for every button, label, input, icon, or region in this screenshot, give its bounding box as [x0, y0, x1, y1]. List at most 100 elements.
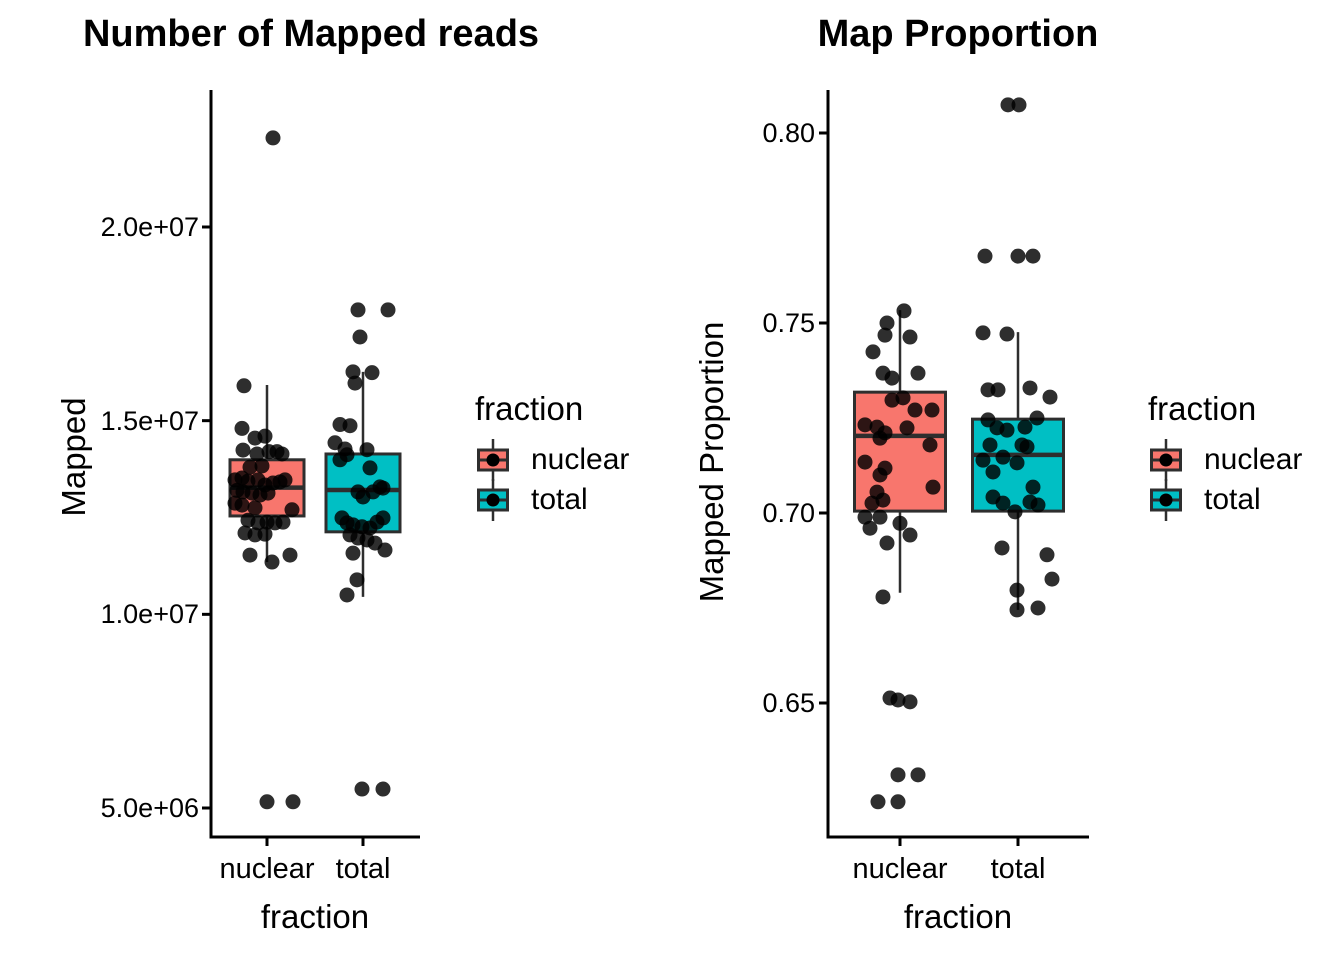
jitter-point: [1030, 600, 1046, 616]
y-tick-label: 0.70: [762, 498, 815, 528]
jitter-point: [890, 767, 906, 783]
jitter-point: [902, 694, 918, 710]
jitter-point: [364, 365, 380, 381]
jitter-point: [349, 572, 365, 588]
jitter-point: [857, 454, 873, 470]
panel-1: [819, 90, 1089, 846]
jitter-point: [352, 329, 368, 345]
jitter-point: [354, 781, 370, 797]
jitter-point: [890, 794, 906, 810]
jitter-point: [872, 509, 888, 525]
panel-0: [202, 90, 420, 846]
y-tick-label: 0.75: [762, 308, 815, 338]
jitter-point: [1009, 582, 1025, 598]
legend-label-nuclear: nuclear: [1204, 443, 1303, 476]
jitter-point: [1010, 248, 1026, 264]
x-tick-label-total: total: [335, 853, 391, 885]
jitter-point: [975, 325, 991, 341]
x-tick-label-total: total: [990, 853, 1046, 885]
jitter-point: [995, 495, 1011, 511]
jitter-point: [275, 514, 291, 530]
jitter-point: [257, 526, 273, 542]
jitter-point: [277, 472, 293, 488]
jitter-point: [1009, 602, 1025, 618]
jitter-point: [259, 794, 275, 810]
jitter-point: [1044, 571, 1060, 587]
jitter-point: [1025, 248, 1041, 264]
jitter-point: [902, 527, 918, 543]
jitter-point: [362, 460, 378, 476]
jitter-point: [264, 554, 280, 570]
jitter-point: [995, 449, 1011, 465]
plot-title-left: Number of Mapped reads: [82, 13, 540, 55]
jitter-point: [342, 418, 358, 434]
jitter-point: [260, 485, 276, 501]
jitter-point: [975, 452, 991, 468]
jitter-point: [375, 781, 391, 797]
jitter-point: [254, 458, 270, 474]
jitter-point: [242, 547, 258, 563]
jitter-point: [1009, 455, 1025, 471]
jitter-point: [1030, 497, 1046, 513]
x-tick-label-nuclear: nuclear: [219, 853, 315, 885]
jitter-point: [994, 540, 1010, 556]
jitter-point: [896, 303, 912, 319]
jitter-point: [1017, 419, 1033, 435]
jitter-point: [895, 390, 911, 406]
legend-label-total: total: [531, 483, 588, 516]
y-tick-label: 1.0e+07: [100, 599, 199, 629]
jitter-point: [864, 495, 880, 511]
legend-label-total: total: [1204, 483, 1261, 516]
jitter-point: [1039, 547, 1055, 563]
jitter-point: [1000, 97, 1016, 113]
x-axis-title-right: fraction: [903, 898, 1013, 935]
jitter-point: [872, 467, 888, 483]
jitter-point: [359, 442, 375, 458]
jitter-point: [350, 302, 366, 318]
jitter-point: [345, 364, 361, 380]
jitter-point: [347, 375, 363, 391]
y-tick-label: 5.0e+06: [100, 793, 199, 823]
y-axis-title-right: Mapped Proportion: [693, 321, 730, 603]
jitter-point: [285, 794, 301, 810]
jitter-point: [345, 545, 361, 561]
jitter-point: [924, 402, 940, 418]
jitter-point: [982, 437, 998, 453]
jitter-point: [249, 446, 265, 462]
jitter-point: [999, 422, 1015, 438]
jitter-point: [884, 370, 900, 386]
jitter-point: [985, 464, 1001, 480]
jitter-point: [236, 378, 252, 394]
jitter-point: [247, 500, 263, 516]
jitter-point: [375, 480, 391, 496]
jitter-point: [977, 248, 993, 264]
jitter-point: [857, 417, 873, 433]
jitter-point: [1011, 97, 1027, 113]
jitter-point: [265, 130, 281, 146]
x-axis-title-left: fraction: [260, 898, 370, 935]
jitter-point: [910, 767, 926, 783]
jitter-point: [907, 402, 923, 418]
jitter-point: [375, 510, 391, 526]
jitter-point: [284, 502, 300, 518]
legend-label-nuclear: nuclear: [531, 443, 630, 476]
x-tick-label-nuclear: nuclear: [852, 853, 948, 885]
jitter-point: [872, 430, 888, 446]
jitter-point: [925, 479, 941, 495]
jitter-point: [890, 692, 906, 708]
jitter-point: [274, 446, 290, 462]
legend-key-nuclear-icon: [1150, 439, 1182, 481]
jitter-point: [282, 547, 298, 563]
jitter-point: [862, 520, 878, 536]
jitter-point: [1029, 410, 1045, 426]
jitter-point: [339, 587, 355, 603]
y-tick-label: 2.0e+07: [100, 212, 199, 242]
jitter-point: [902, 329, 918, 345]
jitter-point: [234, 497, 250, 513]
jitter-point: [892, 515, 908, 531]
legend-key-total-icon: [1150, 479, 1182, 521]
jitter-point: [922, 437, 938, 453]
jitter-point: [1019, 439, 1035, 455]
jitter-point: [1007, 504, 1023, 520]
